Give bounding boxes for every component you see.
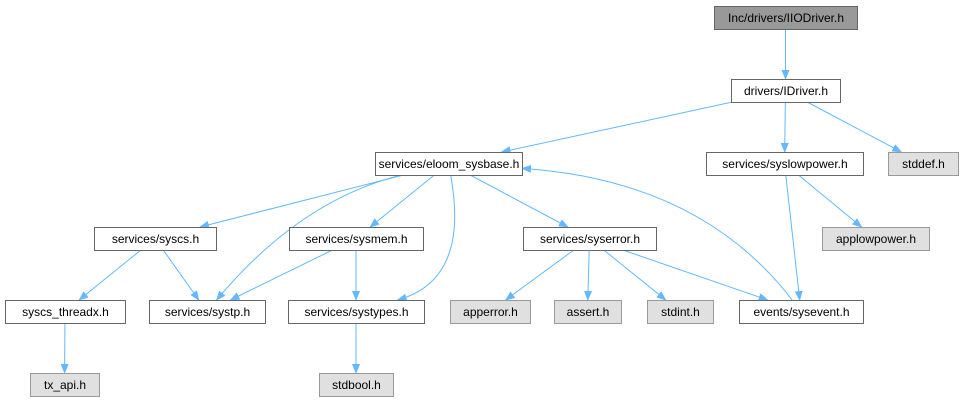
node-label-apperror: apperror.h <box>463 305 518 319</box>
node-label-applowpower: applowpower.h <box>836 232 916 246</box>
edge-idriver-to-eloom <box>500 101 733 155</box>
node-box-stdint <box>647 300 714 324</box>
node-label-sysmem: services/sysmem.h <box>305 232 407 246</box>
node-label-systypes: services/systypes.h <box>304 305 408 319</box>
node-label-idriver: drivers/IDriver.h <box>744 84 828 98</box>
node-label-stddef: stddef.h <box>902 157 945 171</box>
node-label-assert: assert.h <box>567 305 610 319</box>
edge-syscs-to-systp <box>162 249 200 301</box>
edge-syscs-to-syscs_threadx <box>78 249 142 301</box>
node-applowpower: applowpower.h <box>822 227 930 251</box>
node-box-sysmem <box>289 227 424 251</box>
edge-eloom-to-sysmem <box>369 174 435 228</box>
node-sysevent[interactable]: events/sysevent.h <box>739 300 864 324</box>
node-apperror: apperror.h <box>450 300 531 324</box>
node-syslowpower[interactable]: services/syslowpower.h <box>706 152 864 176</box>
node-label-root: Inc/drivers/IIODriver.h <box>728 11 844 25</box>
edge-eloom-to-systp <box>215 174 402 301</box>
node-systypes[interactable]: services/systypes.h <box>288 300 425 324</box>
node-box-assert <box>554 300 622 324</box>
node-box-syscs <box>94 227 217 251</box>
node-box-stddef <box>888 152 959 176</box>
node-label-syscs: services/syscs.h <box>112 232 199 246</box>
node-label-syserror: services/syserror.h <box>540 232 640 246</box>
edge-syserror-to-assert <box>584 249 593 301</box>
edge-syserror-to-apperror <box>504 249 575 301</box>
node-systp[interactable]: services/systp.h <box>149 300 266 324</box>
node-syscs[interactable]: services/syscs.h <box>94 227 217 251</box>
node-label-systp: services/systp.h <box>165 305 250 319</box>
node-box-eloom <box>375 152 523 176</box>
nodes-layer: Inc/drivers/IIODriver.h drivers/IDriver.h… <box>5 6 959 397</box>
edge-idriver-to-stddef <box>806 101 903 153</box>
node-box-apperror <box>450 300 531 324</box>
node-syscs_threadx[interactable]: syscs_threadx.h <box>5 300 126 324</box>
node-stdbool: stdbool.h <box>319 373 394 397</box>
node-box-syslowpower <box>706 152 864 176</box>
edge-sysmem-to-systp <box>229 249 333 301</box>
edges-layer <box>60 29 903 374</box>
edge-sysevent-to-eloom <box>521 164 793 301</box>
edge-eloom-to-systypes <box>396 174 456 302</box>
node-label-stdbool: stdbool.h <box>332 378 381 392</box>
edge-eloom-to-syserror <box>469 174 569 228</box>
node-label-syslowpower: services/syslowpower.h <box>722 157 847 171</box>
edge-syslowpower-to-applowpower <box>798 174 863 228</box>
edge-idriver-to-syslowpower <box>780 101 789 153</box>
node-idriver[interactable]: drivers/IDriver.h <box>731 79 841 103</box>
node-box-root <box>714 6 858 30</box>
node-box-syscs_threadx <box>5 300 126 324</box>
node-box-systp <box>149 300 266 324</box>
node-label-stdint: stdint.h <box>661 305 700 319</box>
node-stdint: stdint.h <box>647 300 714 324</box>
edge-eloom-to-syscs <box>199 174 404 229</box>
node-box-applowpower <box>822 227 930 251</box>
node-box-idriver <box>731 79 841 103</box>
node-box-syserror <box>523 227 657 251</box>
node-label-sysevent: events/sysevent.h <box>753 305 849 319</box>
node-assert: assert.h <box>554 300 622 324</box>
node-syserror[interactable]: services/syserror.h <box>523 227 657 251</box>
node-label-syscs_threadx: syscs_threadx.h <box>22 305 109 319</box>
node-label-eloom: services/eloom_sysbase.h <box>379 157 520 171</box>
node-tx_api: tx_api.h <box>30 373 100 397</box>
node-root[interactable]: Inc/drivers/IIODriver.h <box>714 6 858 30</box>
node-box-stdbool <box>319 373 394 397</box>
node-sysmem[interactable]: services/sysmem.h <box>289 227 424 251</box>
node-label-tx_api: tx_api.h <box>44 378 86 392</box>
node-box-sysevent <box>739 300 864 324</box>
node-box-tx_api <box>30 373 100 397</box>
edge-syslowpower-to-sysevent <box>785 174 803 301</box>
edge-syserror-to-stdint <box>603 249 667 301</box>
edge-syserror-to-sysevent <box>622 249 769 301</box>
node-stddef: stddef.h <box>888 152 959 176</box>
node-eloom[interactable]: services/eloom_sysbase.h <box>375 152 523 176</box>
node-box-systypes <box>288 300 425 324</box>
